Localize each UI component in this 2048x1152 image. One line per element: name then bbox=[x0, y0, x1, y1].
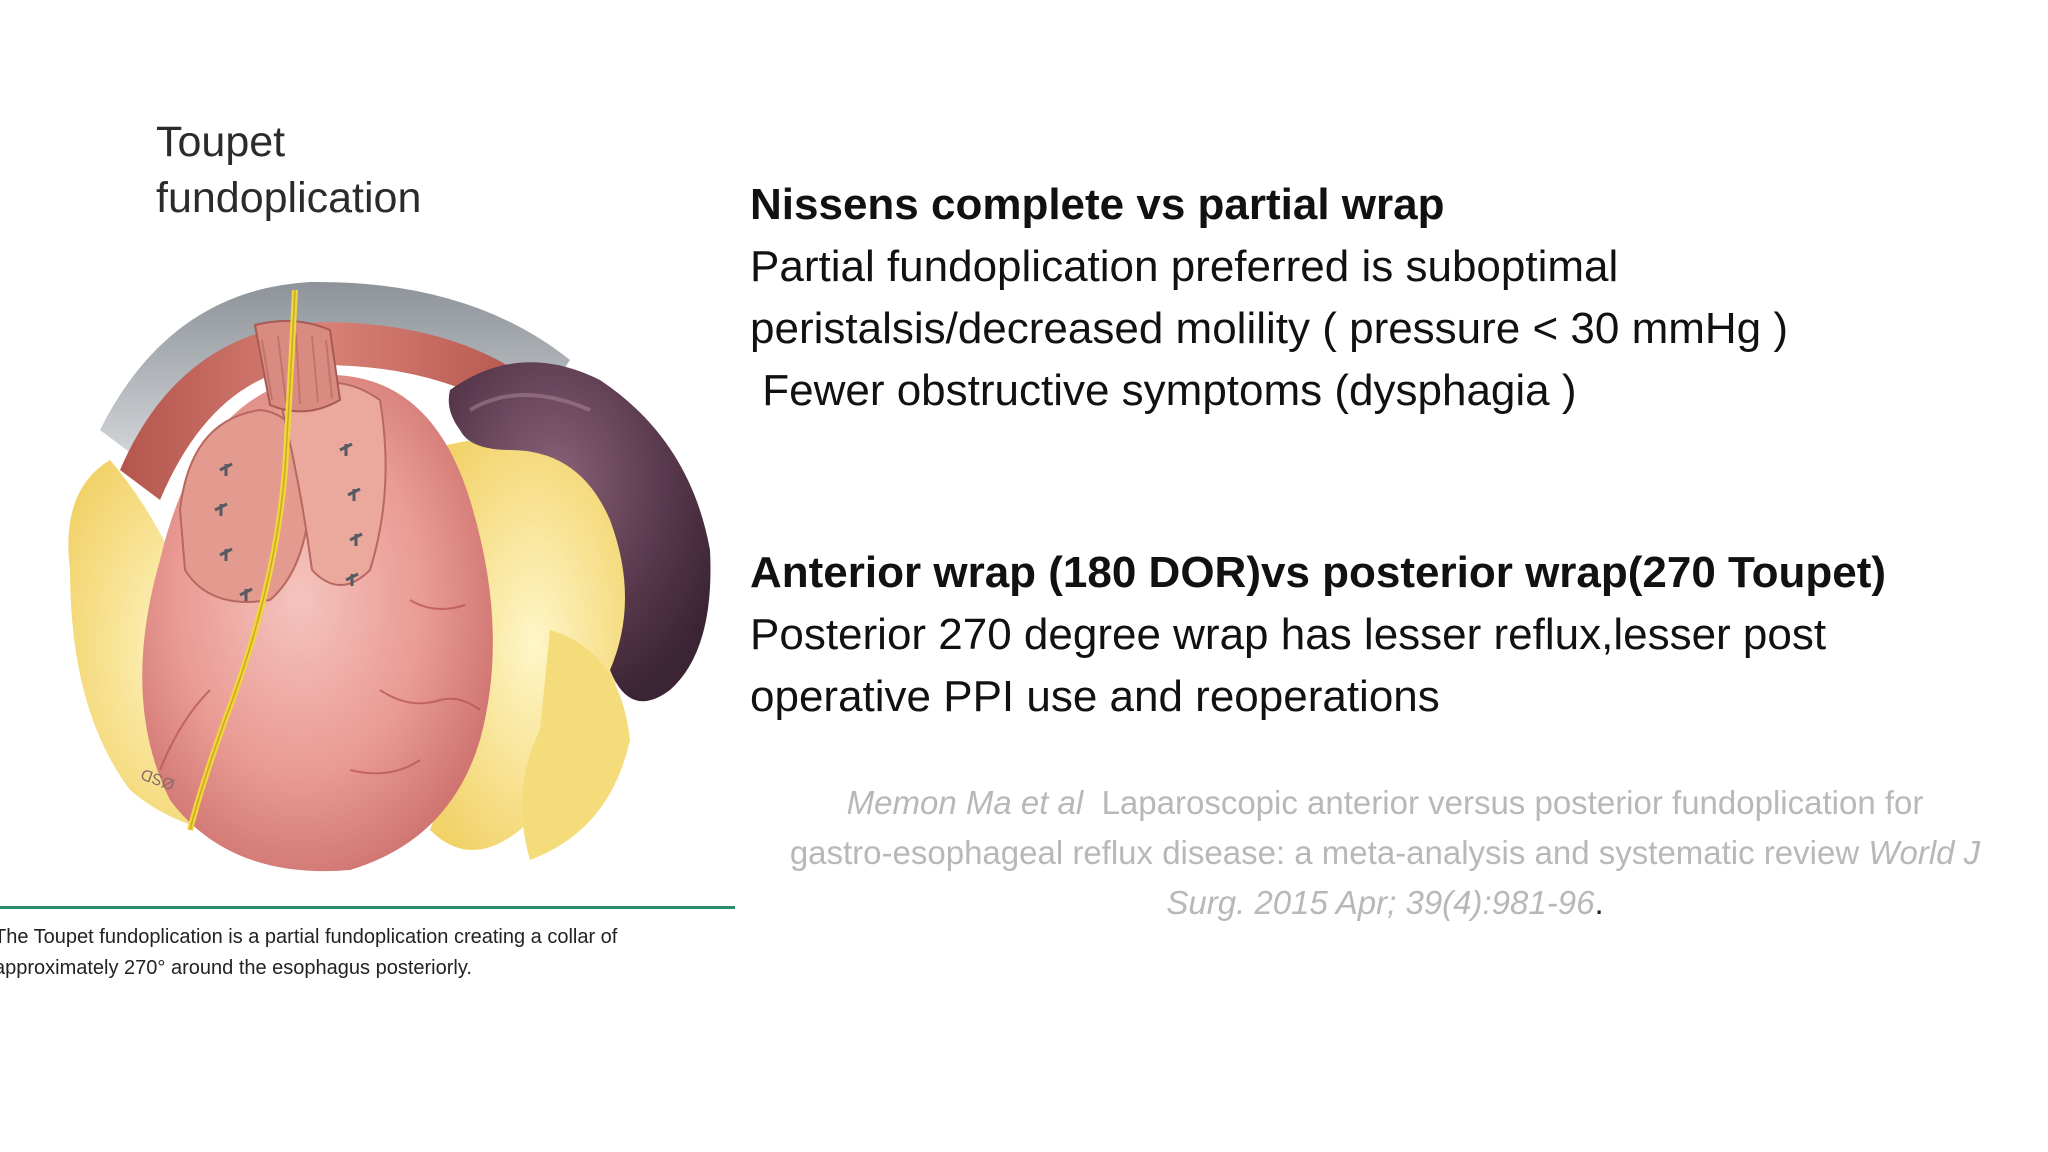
reference-line-1: Memon Ma et al Laparoscopic anterior ver… bbox=[750, 778, 2020, 828]
section2-line-2: operative PPI use and reoperations bbox=[750, 672, 1440, 721]
section1-heading: Nissens complete vs partial wrap bbox=[750, 180, 1445, 229]
reference-line-3: Surg. 2015 Apr; 39(4):981-96. bbox=[750, 878, 2020, 928]
caption-line-2: approximately 270° around the esophagus … bbox=[0, 957, 472, 979]
reference-citation: Memon Ma et al Laparoscopic anterior ver… bbox=[750, 778, 2020, 928]
reference-journal-part1: World J bbox=[1868, 834, 1981, 871]
caption-line-1: The Toupet fundoplication is a partial f… bbox=[0, 926, 618, 948]
section1-line-1: Partial fundoplication preferred is subo… bbox=[750, 242, 1619, 291]
reference-title-part1: Laparoscopic anterior versus posterior f… bbox=[1101, 784, 1924, 821]
slide-title: Toupet fundoplication bbox=[156, 118, 422, 222]
section2-line-1: Posterior 270 degree wrap has lesser ref… bbox=[750, 610, 1827, 659]
reference-period: . bbox=[1594, 884, 1604, 921]
reference-journal-part2: Surg. 2015 Apr; 39(4):981-96 bbox=[1166, 884, 1595, 921]
section-nissen-vs-partial: Nissens complete vs partial wrap Partial… bbox=[750, 174, 2020, 422]
section1-line-3: Fewer obstructive symptoms (dysphagia ) bbox=[750, 366, 1577, 415]
section1-line-2: peristalsis/decreased molility ( pressur… bbox=[750, 304, 1789, 353]
figure-caption: The Toupet fundoplication is a partial f… bbox=[0, 922, 734, 984]
reference-line-2: gastro-esophageal reflux disease: a meta… bbox=[750, 828, 2020, 878]
section-anterior-vs-posterior: Anterior wrap (180 DOR)vs posterior wrap… bbox=[750, 542, 2020, 728]
caption-rule bbox=[0, 906, 735, 909]
toupet-fundoplication-illustration: ØSD bbox=[68, 281, 711, 872]
reference-title-part2: gastro-esophageal reflux disease: a meta… bbox=[789, 834, 1860, 871]
reference-authors: Memon Ma et al bbox=[846, 784, 1084, 821]
section2-heading: Anterior wrap (180 DOR)vs posterior wrap… bbox=[750, 548, 1887, 597]
